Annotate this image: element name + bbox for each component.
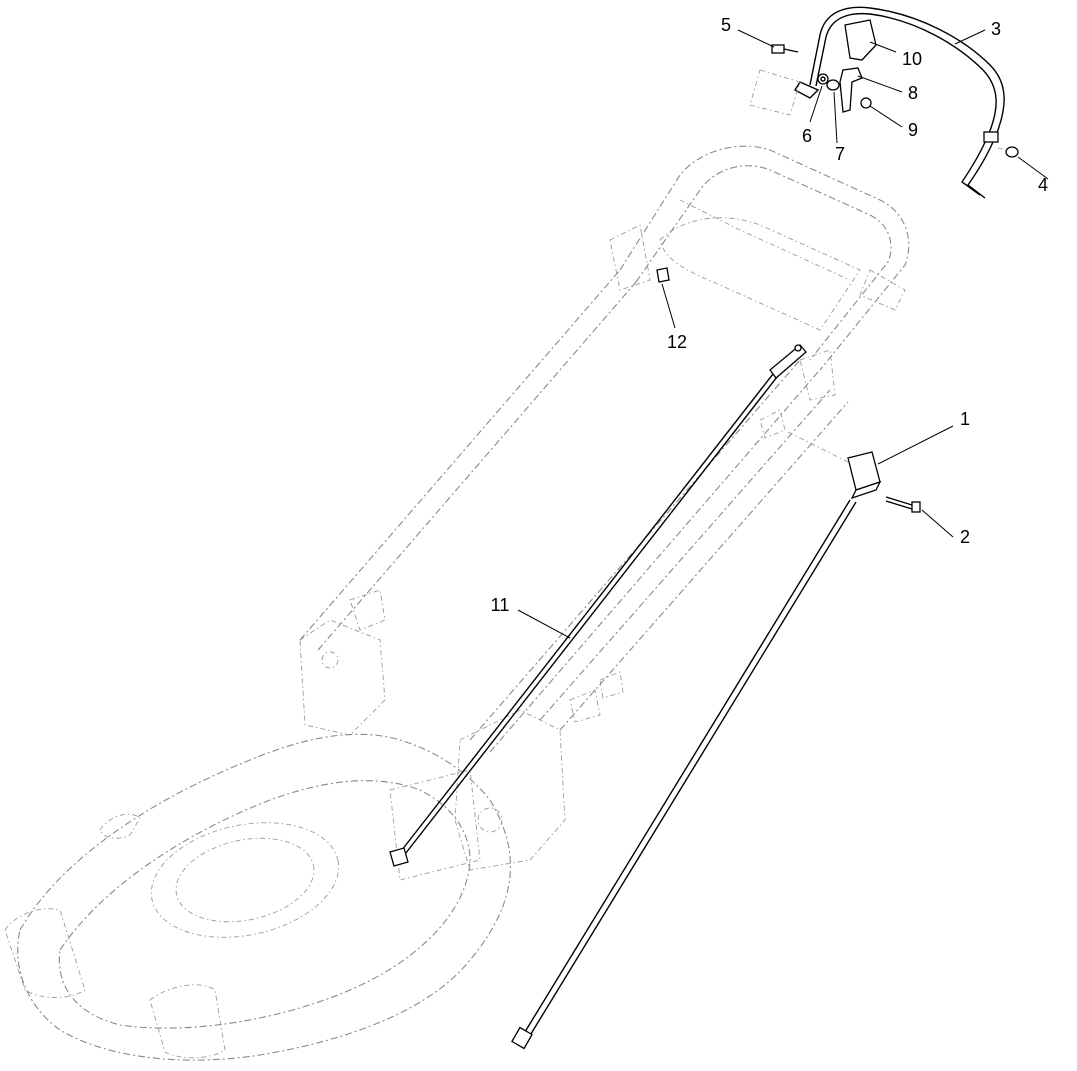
part-9-nut — [860, 97, 872, 109]
part-10-plate — [844, 19, 877, 61]
callout-1: 1 — [960, 409, 970, 429]
part-2-screw — [885, 496, 921, 513]
part-11-cable — [389, 344, 807, 867]
callout-2: 2 — [960, 527, 970, 547]
callout-9: 9 — [908, 120, 918, 140]
part-6-washer — [817, 73, 829, 85]
part-7-spacer — [826, 79, 840, 91]
part-12-clip — [656, 267, 670, 283]
part-5-bolt — [771, 44, 799, 54]
callout-4: 4 — [1038, 175, 1048, 195]
decal-phantom — [749, 69, 801, 116]
callout-5: 5 — [721, 15, 731, 35]
callout-8: 8 — [908, 83, 918, 103]
callout-6: 6 — [802, 126, 812, 146]
callout-11: 11 — [491, 595, 510, 615]
callout-10: 10 — [902, 49, 922, 69]
callout-3: 3 — [991, 19, 1001, 39]
part-4-nut — [1005, 146, 1019, 158]
callout-12: 12 — [667, 332, 687, 352]
part-8-lever — [839, 67, 863, 113]
callout-7: 7 — [835, 144, 845, 164]
leader-lines — [517, 29, 1049, 639]
mower-deck-phantom — [4, 619, 566, 1061]
part-1-switch — [511, 451, 882, 1050]
handle-phantom — [299, 145, 910, 753]
part-3-bail-bar — [794, 6, 1005, 199]
